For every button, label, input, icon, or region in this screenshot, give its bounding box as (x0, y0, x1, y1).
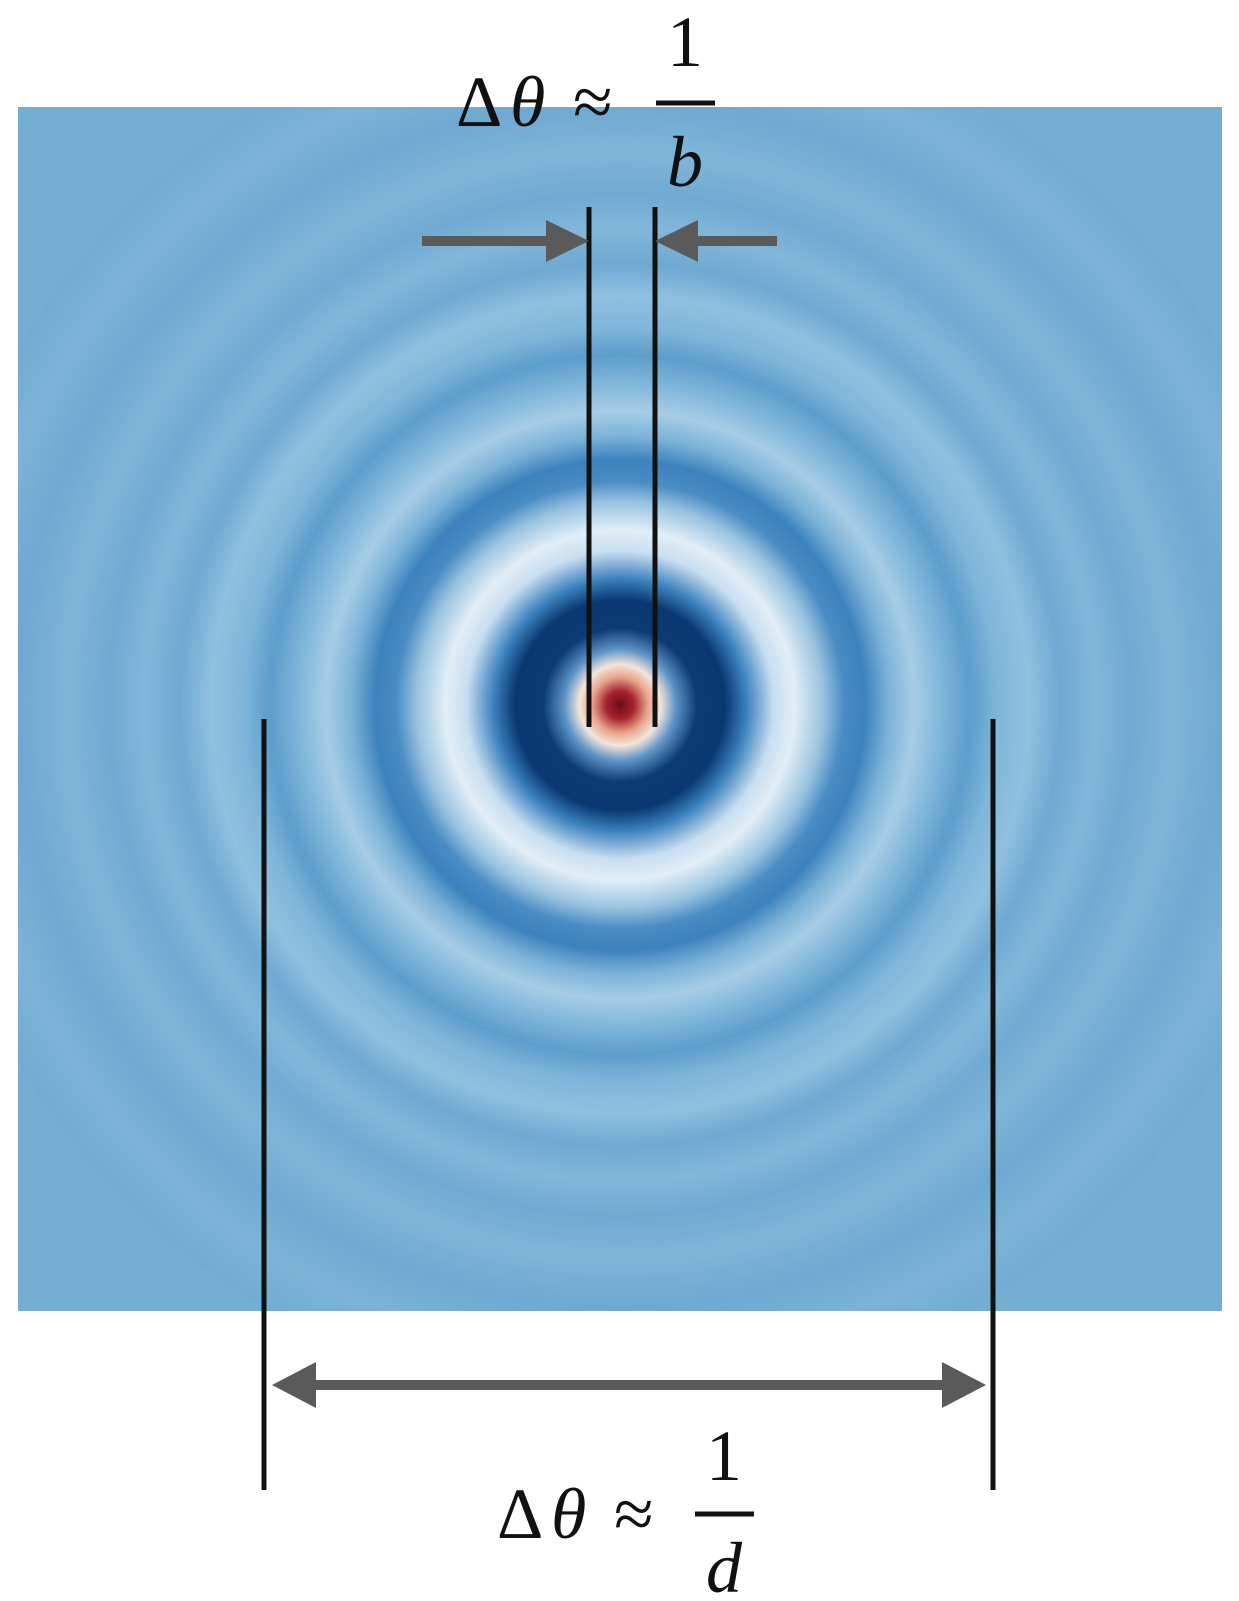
bottom-equation-numerator: 1 (706, 1416, 742, 1496)
right-inward-arrow (655, 220, 777, 262)
bottom-measurement: Δ θ ≈ 1 d (261, 719, 996, 1601)
left-inward-arrow (422, 220, 589, 262)
top-equation-delta: Δ (456, 62, 502, 142)
bottom-equation-delta: Δ (497, 1474, 543, 1554)
diffraction-rings (18, 107, 1222, 1311)
double-headed-arrow (272, 1362, 986, 1408)
bottom-equation-approx: ≈ (614, 1474, 654, 1554)
bottom-equation: Δ θ ≈ 1 d (497, 1416, 754, 1601)
bottom-equation-denominator: d (706, 1528, 743, 1601)
top-measurement: Δ θ ≈ 1 b (422, 2, 777, 727)
top-equation-numerator: 1 (667, 2, 703, 82)
top-equation-theta: θ (510, 62, 545, 142)
top-equation-denominator: b (667, 122, 703, 202)
top-equation-approx: ≈ (573, 62, 613, 142)
top-equation: Δ θ ≈ 1 b (456, 2, 715, 202)
bottom-equation-theta: θ (551, 1474, 586, 1554)
diffraction-pattern (18, 107, 1222, 1311)
